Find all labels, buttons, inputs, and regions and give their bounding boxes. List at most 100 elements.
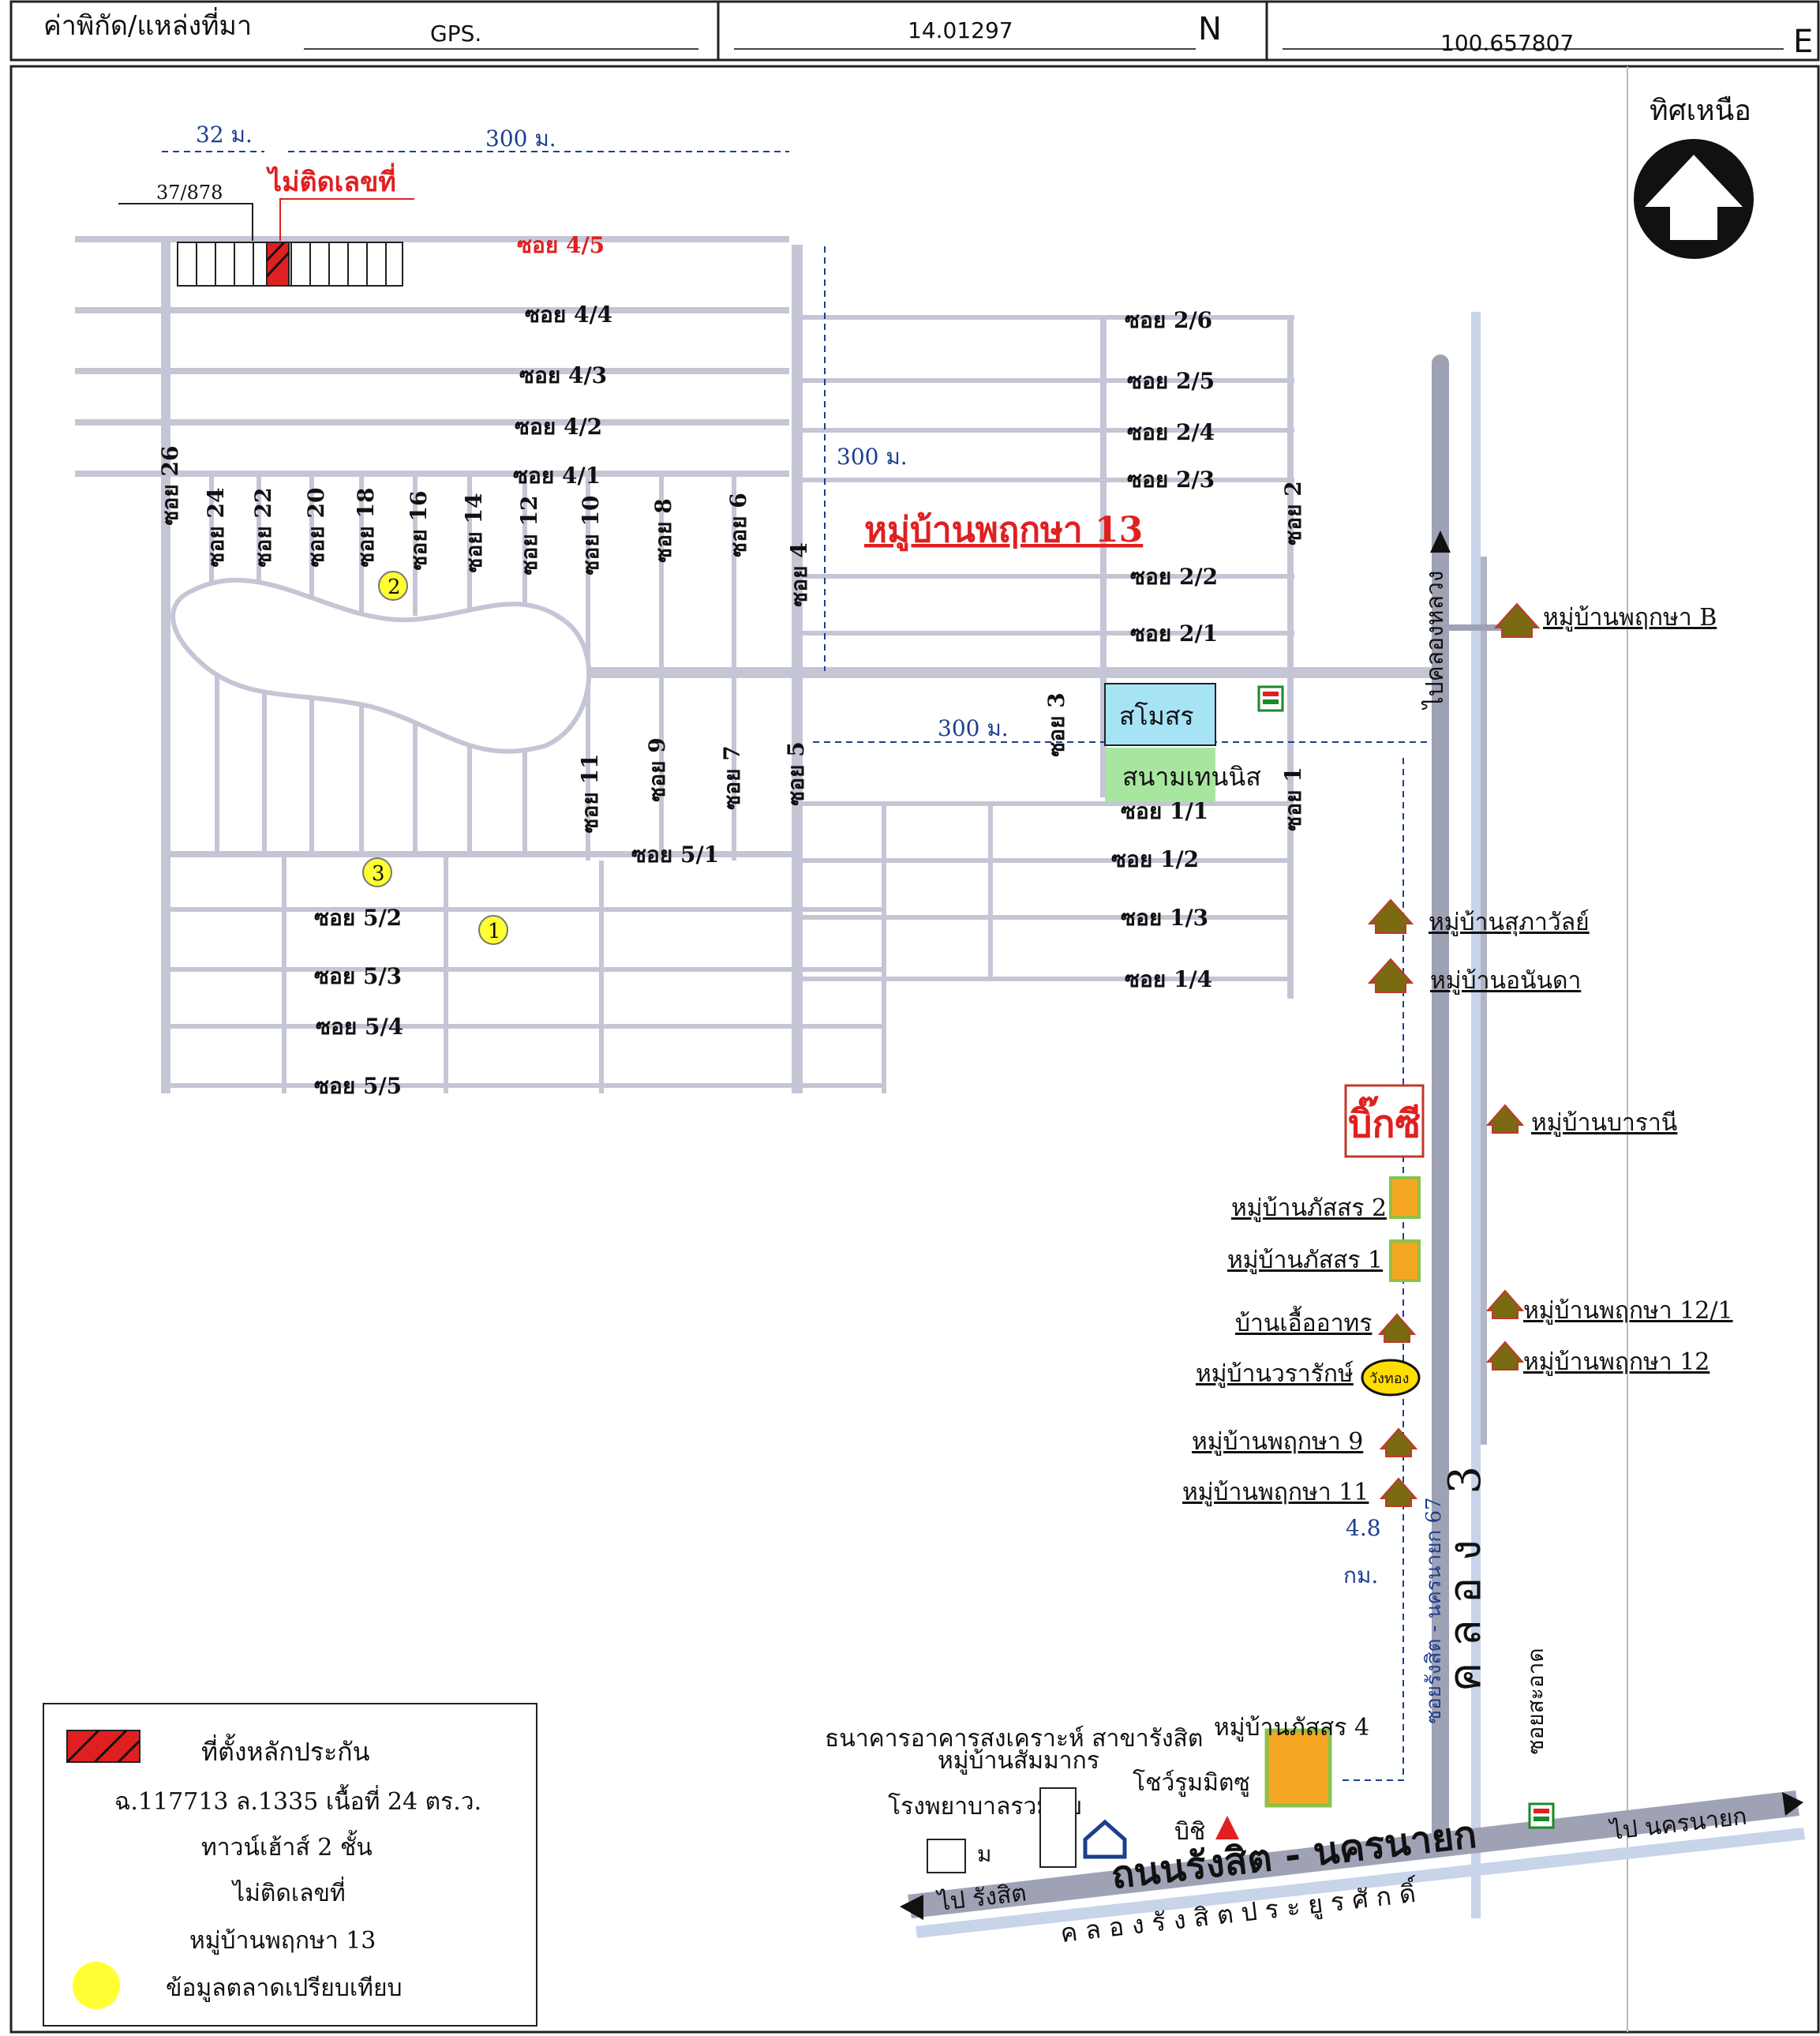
legend: ที่ตั้งหลักประกัน ฉ.117713 ล.1335 เนื้อท… (43, 1703, 537, 2027)
coordinate-header: ค่าพิกัด/แหล่งที่มา GPS. 14.01297 N 100.… (9, 0, 1820, 62)
soi-4-3: ซอย 4/3 (519, 362, 607, 388)
soi-2-3: ซอย 2/3 (1127, 467, 1215, 493)
mitsubishi-label: บิชิ (1174, 1818, 1205, 1846)
passorn-logo-icon (1389, 1239, 1421, 1282)
legend-deed: ฉ.117713 ล.1335 เนื้อที่ 24 ตร.ว. (114, 1784, 481, 1816)
neighbor-house-no: 37/878 (156, 182, 223, 204)
soi-4-4: ซอย 4/4 (525, 302, 612, 328)
soi-2-1: ซอย 2/1 (1130, 621, 1218, 647)
legend-type: ทาวน์เฮ้าส์ 2 ชั้น (201, 1830, 373, 1862)
village-barani: หมู่บ้านบารานี (1531, 1109, 1677, 1137)
village-roads (75, 236, 1436, 1093)
soi-11: ซอย 11 (577, 754, 603, 834)
legend-no-number: ไม่ติดเลขที่ (231, 1877, 346, 1907)
house-icon (1367, 898, 1414, 934)
north-label: ทิศเหนือ (1650, 95, 1751, 127)
village-title: หมู่บ้านพฤกษา 13 (864, 510, 1143, 551)
soi-2-6: ซอย 2/6 (1125, 307, 1212, 333)
soi-2-2: ซอย 2/2 (1130, 564, 1218, 590)
tennis-label: สนามเทนนิส (1122, 762, 1261, 792)
tennis-box (1105, 748, 1215, 801)
dim-distance: 4.8 (1346, 1515, 1381, 1541)
legend-village: หมู่บ้านพฤกษา 13 (189, 1927, 376, 1955)
svg-text:2: 2 (388, 576, 401, 599)
soi-5-1: ซอย 5/1 (631, 842, 719, 868)
village-pruksa-11: หมู่บ้านพฤกษา 11 (1182, 1479, 1369, 1506)
soi-side-label: ซอยรังสิต - นครนายก 67 (1422, 1497, 1446, 1723)
svg-text:วังทอง: วังทอง (1369, 1370, 1409, 1387)
soi-1-3: ซอย 1/3 (1121, 905, 1208, 931)
latitude-dir: N (1198, 11, 1222, 47)
horizontal-soi-labels: ซอย 4/5 ซอย 4/4 ซอย 4/3 ซอย 4/2 ซอย 4/1 … (314, 232, 1218, 1099)
bigc-label: บิ๊กซี (1348, 1096, 1421, 1146)
clubhouse-label: สโมสร (1119, 701, 1194, 731)
hospital-building (927, 1839, 966, 1873)
house-icon (1493, 602, 1541, 638)
village-pruksa-9: หมู่บ้านพฤกษา 9 (1192, 1428, 1363, 1456)
soi-16: ซอย 16 (406, 491, 432, 571)
soi-9: ซอย 9 (644, 737, 670, 801)
soi-1-4: ซอย 1/4 (1125, 966, 1212, 992)
marker-2 (378, 571, 408, 601)
dim-distance-unit: กม. (1343, 1562, 1378, 1588)
village-passorn-2: หมู่บ้านภัสสร 2 (1231, 1194, 1387, 1222)
soi-8: ซอย 8 (650, 498, 676, 562)
soi-4-2: ซอย 4/2 (515, 414, 602, 440)
house-icon (1377, 1313, 1417, 1343)
canal-3-label: คลอง 3 (1440, 1450, 1491, 1692)
legend-market-swatch (73, 1962, 120, 2009)
sammakorn-label: หมู่บ้านสัมมากร (938, 1747, 1099, 1775)
soi-10: ซอย 10 (578, 496, 604, 576)
soi-5: ซอย 5 (783, 741, 809, 805)
legend-collateral-swatch (66, 1730, 140, 1763)
no-number-label: ไม่ติดเลขที่ (266, 163, 396, 198)
svg-text:ม: ม (977, 1841, 991, 1867)
soi-5-3: ซอย 5/3 (314, 963, 402, 989)
seven-eleven-icon (1257, 685, 1284, 712)
ghb-logo-icon (1083, 1819, 1127, 1859)
legend-collateral-label: ที่ตั้งหลักประกัน (201, 1734, 370, 1767)
dim-300m-low: 300 ม. (938, 715, 1009, 741)
house-icon (1485, 1104, 1525, 1134)
soi-20: ซอย 20 (303, 488, 329, 568)
latitude-value: 14.01297 (908, 17, 1013, 43)
wangthong-logo-icon (1361, 1359, 1421, 1397)
village-pruksa-12-1: หมู่บ้านพฤกษา 12/1 (1523, 1297, 1733, 1325)
to-khlong-luang: ไปคลองหลวง (1421, 571, 1449, 711)
dim-300m-top: 300 ม. (485, 126, 556, 152)
marker-3 (362, 857, 392, 887)
soi-12: ซอย 12 (516, 496, 542, 576)
dim-300m-mid: 300 ม. (837, 444, 908, 470)
longitude-value: 100.657807 (1440, 30, 1574, 56)
marker-1 (478, 915, 508, 945)
soi-18: ซอย 18 (353, 488, 379, 568)
soi-7: ซอย 7 (719, 745, 745, 809)
bigc-box (1344, 1084, 1425, 1158)
rangsit-nakhon-nayok-road (908, 1790, 1799, 1918)
soi-22: ซอย 22 (250, 488, 276, 568)
gps-source: GPS. (430, 21, 481, 47)
village-pruksa-b: หมู่บ้านพฤกษา B (1543, 604, 1717, 632)
mitsubishi-logo-icon (1215, 1816, 1239, 1839)
page-frame (9, 65, 1820, 2034)
soi-2-4: ซอย 2/4 (1127, 419, 1215, 445)
soi-24: ซอย 24 (203, 488, 229, 568)
passorn-4-logo-icon (1264, 1728, 1332, 1808)
soi-6: ซอย 6 (725, 493, 751, 557)
north-road-arrow (1430, 531, 1451, 553)
legend-market-label: ข้อมูลตลาดเปรียบเทียบ (166, 1974, 403, 2002)
longitude-dir: E (1793, 24, 1813, 60)
lake (170, 577, 592, 754)
house-icon (1485, 1289, 1525, 1319)
dim-32m: 32 ม. (196, 122, 253, 148)
to-rangsit: ไป รังสิต (935, 1878, 1028, 1917)
passorn-logo-icon (1389, 1176, 1421, 1219)
svg-text:1: 1 (488, 920, 501, 943)
vertical-soi-labels: ซอย 26 ซอย 24 ซอย 22 ซอย 20 ซอย 18 ซอย 1… (157, 446, 1306, 834)
house-icon (1485, 1340, 1525, 1370)
soi-4: ซอย 4 (786, 542, 812, 606)
soi-1-2: ซอย 1/2 (1111, 846, 1199, 872)
soi-26: ซอย 26 (157, 446, 183, 526)
landmarks: ธนาคารอาคารสงเคราะห์ สาขารังสิต หมู่บ้าน… (825, 1725, 1555, 1873)
